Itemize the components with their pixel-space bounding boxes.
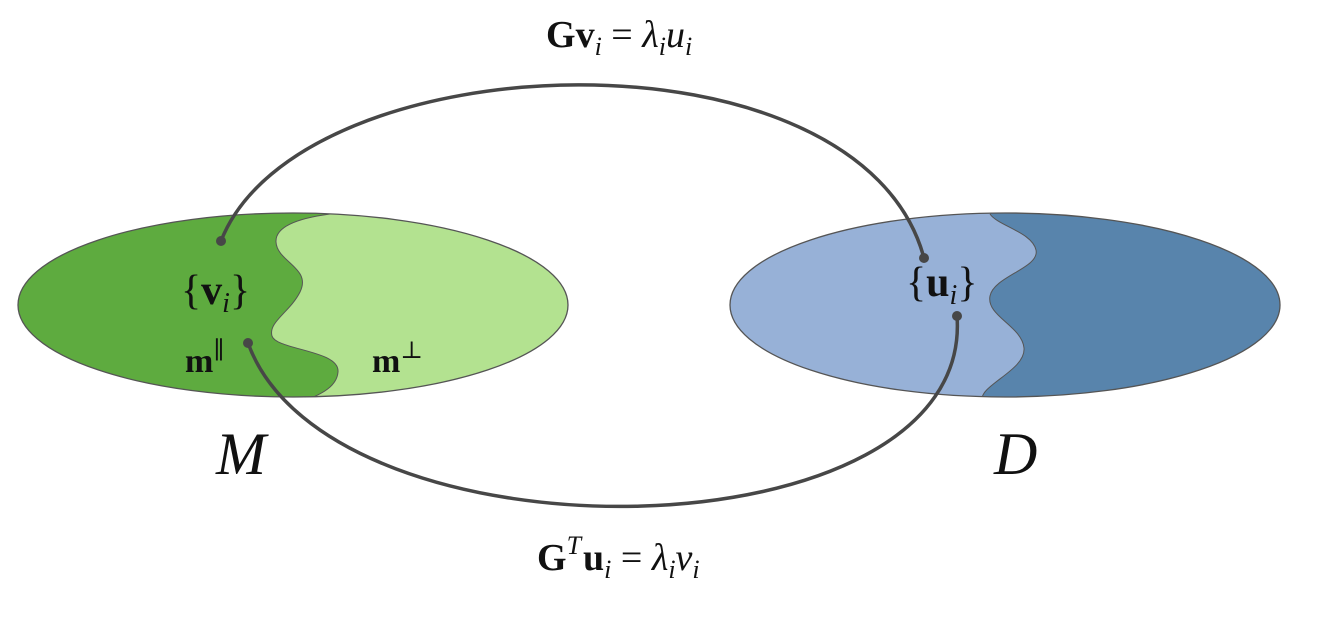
data-space-label: D (993, 421, 1037, 487)
adjoint-map-arc (246, 314, 959, 509)
eq-bot-i2: i (668, 555, 675, 584)
vi-open-brace: { (181, 268, 201, 314)
forward-map-arc (219, 83, 926, 260)
model-dark-region (18, 213, 339, 397)
eq-top-lambda: λ (641, 14, 658, 56)
eq-bot-v: v (676, 537, 693, 579)
m-perp-sup: ⊥ (400, 338, 423, 364)
eq-bot-equals: = (611, 537, 651, 579)
arc-endpoint-ui (919, 253, 929, 263)
data-divider (981, 213, 1037, 397)
m-parallel-m: m (185, 343, 213, 380)
vi-index: i (222, 288, 230, 319)
eq-top-v: v (576, 14, 595, 56)
forward-map-equation: Gvi = λiui (546, 14, 692, 61)
model-divider (271, 213, 339, 397)
ui-index: i (950, 280, 958, 311)
ui-open-brace: { (906, 260, 926, 306)
arc-endpoint-vi (216, 236, 226, 246)
vi-vector: v (201, 268, 222, 314)
eq-bot-lambda: λ (651, 537, 668, 579)
eq-bot-u: u (583, 537, 604, 579)
eq-bot-i1: i (604, 555, 611, 584)
eq-top-G: G (546, 14, 576, 56)
ui-close-brace: } (957, 260, 977, 306)
eq-top-u: u (666, 14, 685, 56)
vi-close-brace: } (230, 268, 250, 314)
m-parallel-sup: ∥ (213, 338, 224, 364)
eq-bot-T: T (567, 531, 583, 560)
eq-top-i3: i (685, 32, 692, 61)
data-dark-region (981, 213, 1280, 397)
m-perp-m: m (372, 343, 400, 380)
right-singular-vectors-label: {vi} (181, 268, 250, 319)
arc-endpoint-ui-lower (952, 311, 962, 321)
ui-vector: u (926, 260, 949, 306)
data-space-ellipse (729, 212, 1281, 398)
model-outline (17, 212, 569, 398)
m-parallel-label: m∥ (185, 338, 224, 380)
model-space-ellipse (17, 212, 569, 398)
adjoint-map-equation: GTui = λivi (537, 531, 700, 584)
data-outline (729, 212, 1281, 398)
eq-top-i2: i (659, 32, 666, 61)
eq-top-i1: i (595, 32, 602, 61)
model-space-label: M (215, 421, 269, 487)
m-perp-label: m⊥ (372, 338, 423, 380)
arc-endpoint-m-parallel (243, 338, 253, 348)
eq-bot-i3: i (692, 555, 699, 584)
eq-bot-G: G (537, 537, 567, 579)
left-singular-vectors-label: {ui} (906, 260, 977, 311)
eq-top-equals: = (602, 14, 642, 56)
